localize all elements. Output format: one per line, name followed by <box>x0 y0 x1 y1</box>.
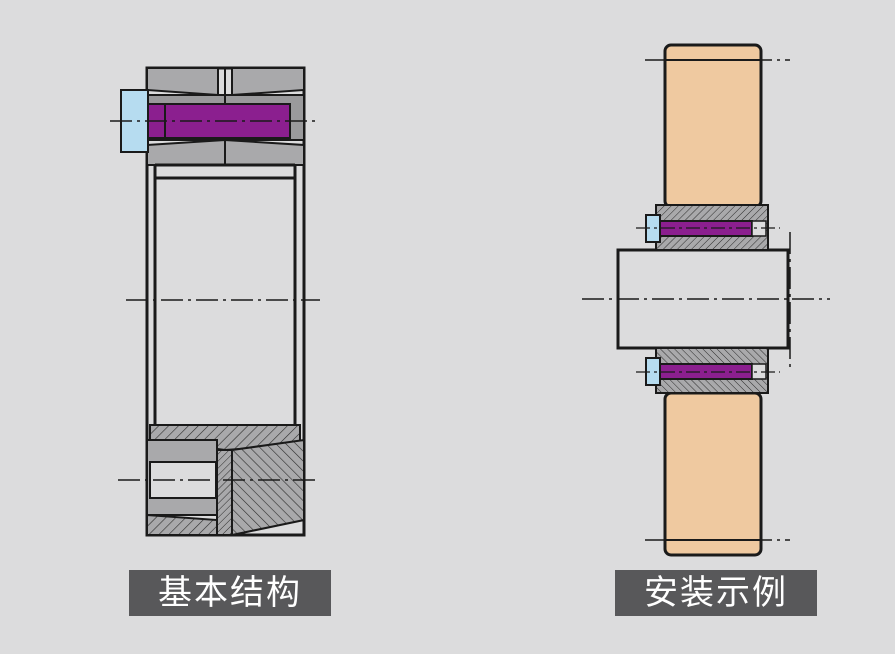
shaft <box>582 232 830 368</box>
bottom-section <box>118 424 315 537</box>
basic-structure-drawing <box>110 66 320 537</box>
upper-locking-assembly <box>636 204 780 251</box>
top-section <box>110 67 320 180</box>
caption-basic-structure: 基本结构 <box>129 570 331 616</box>
caption-installation-example: 安装示例 <box>615 570 817 616</box>
lower-locking-assembly <box>636 347 780 394</box>
hub <box>645 43 790 557</box>
installation-example-drawing <box>582 43 830 557</box>
